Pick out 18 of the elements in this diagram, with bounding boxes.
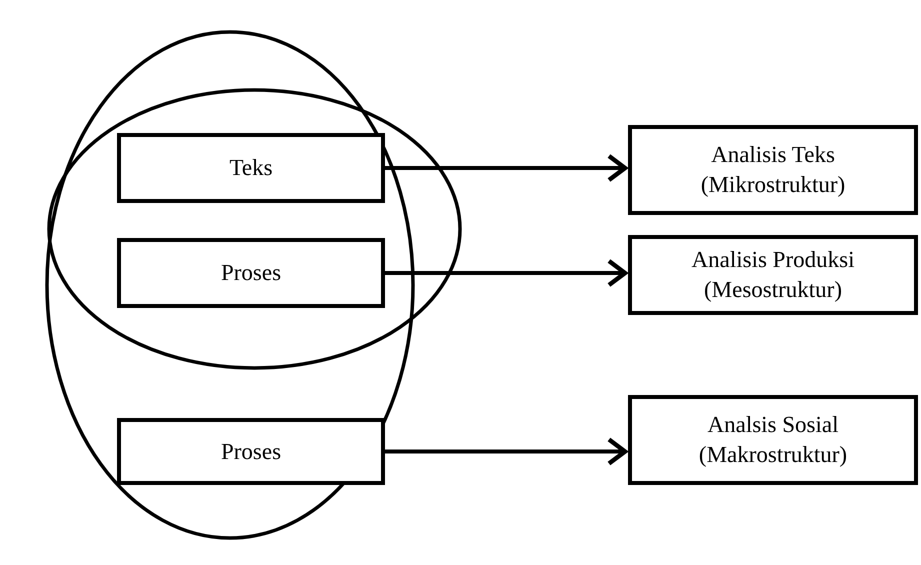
arrow	[385, 437, 628, 466]
box-label: (Makrostruktur)	[698, 441, 848, 469]
arrow	[385, 258, 628, 288]
text-box	[117, 418, 385, 485]
box-label: Teks	[229, 154, 273, 182]
box-label: Analisis Produksi	[692, 246, 854, 274]
text-box	[117, 238, 385, 308]
text-box	[117, 133, 385, 203]
box-label: (Mesostruktur)	[704, 276, 842, 304]
text-box	[628, 125, 918, 215]
box-label: Proses	[220, 438, 282, 466]
text-box	[628, 235, 918, 315]
box-label: Proses	[220, 259, 282, 288]
box-label: (Mikrostruktur)	[700, 171, 846, 199]
box-label: Analsis Sosial	[708, 411, 838, 440]
box-label: Analisis Teks	[711, 141, 835, 170]
text-box	[628, 395, 918, 485]
arrow	[385, 154, 628, 182]
